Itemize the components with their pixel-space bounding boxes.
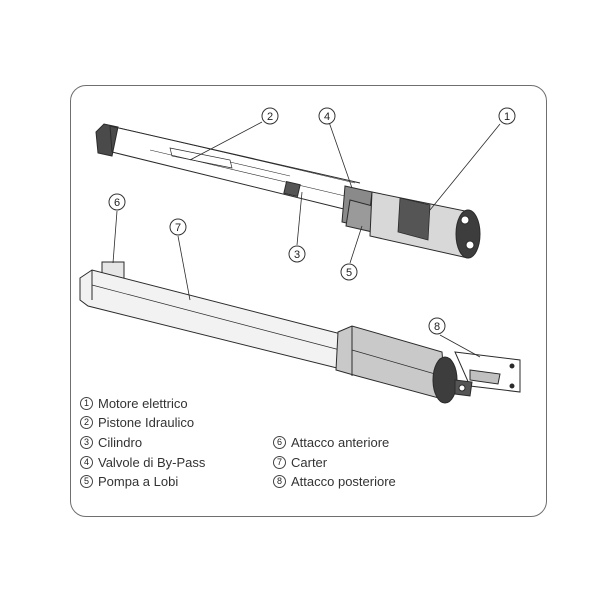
housing-endcap bbox=[432, 356, 458, 404]
legend-label: Pistone Idraulico bbox=[98, 415, 195, 430]
legend-label: Cilindro bbox=[98, 435, 143, 450]
leader-line-2 bbox=[189, 121, 263, 161]
callout-7-label: 7 bbox=[175, 222, 181, 234]
callout-6: 6 bbox=[108, 193, 126, 211]
leader-line-4 bbox=[328, 121, 353, 189]
callout-4-label: 4 bbox=[324, 111, 330, 123]
legend-label: Pompa a Lobi bbox=[98, 474, 179, 489]
piston-tube bbox=[109, 125, 361, 212]
legend-num: 2 bbox=[80, 416, 93, 429]
leader-lines bbox=[112, 121, 501, 358]
leader-line-3 bbox=[296, 191, 303, 246]
tube-edge bbox=[119, 127, 356, 184]
callout-5: 5 bbox=[340, 263, 358, 281]
legend-label: Motore elettrico bbox=[98, 396, 188, 411]
callout-8-label: 8 bbox=[434, 321, 440, 333]
carter-body bbox=[79, 269, 346, 371]
callouts: 1 2 3 4 5 6 7 8 bbox=[108, 107, 516, 335]
legend-num: 5 bbox=[80, 475, 93, 488]
callout-1-label: 1 bbox=[504, 111, 510, 123]
callout-8: 8 bbox=[428, 317, 446, 335]
callout-2: 2 bbox=[261, 107, 279, 125]
bracket-hole bbox=[509, 383, 515, 389]
legend-num: 7 bbox=[273, 456, 286, 469]
motor-bolt bbox=[465, 240, 475, 250]
legend-num: 1 bbox=[80, 397, 93, 410]
legend-num: 3 bbox=[80, 436, 93, 449]
callout-7: 7 bbox=[169, 218, 187, 236]
internal-rod-detail bbox=[169, 147, 233, 169]
bracket-hole bbox=[509, 363, 515, 369]
leader-line-6 bbox=[112, 210, 118, 264]
leader-line-5 bbox=[349, 225, 363, 264]
rear-cap bbox=[95, 123, 119, 157]
callout-2-label: 2 bbox=[267, 111, 273, 123]
motor-coupling bbox=[397, 197, 431, 241]
callout-1: 1 bbox=[498, 107, 516, 125]
housing-line bbox=[351, 349, 443, 377]
callout-6-label: 6 bbox=[114, 197, 120, 209]
cylinder-part bbox=[283, 180, 301, 198]
legend-num: 4 bbox=[80, 456, 93, 469]
legend-num: 8 bbox=[273, 475, 286, 488]
callout-3: 3 bbox=[288, 245, 306, 263]
callout-4: 4 bbox=[318, 107, 336, 125]
external-assembly bbox=[79, 261, 521, 404]
legend-label: Attacco posteriore bbox=[291, 474, 396, 489]
leader-line-1 bbox=[429, 123, 501, 211]
hinge-pin bbox=[458, 384, 466, 392]
internal-assembly bbox=[95, 123, 481, 259]
motor-bolt bbox=[460, 215, 470, 225]
leader-line-7 bbox=[177, 235, 191, 301]
legend-label: Attacco anteriore bbox=[291, 435, 390, 450]
legend-label: Valvole di By-Pass bbox=[98, 455, 206, 470]
internal-line bbox=[229, 161, 291, 177]
callout-5-label: 5 bbox=[346, 267, 352, 279]
leader-line-8 bbox=[439, 334, 481, 358]
legend-num: 6 bbox=[273, 436, 286, 449]
legend-label: Carter bbox=[291, 455, 328, 470]
piston-rod bbox=[149, 149, 346, 197]
callout-3-label: 3 bbox=[294, 249, 300, 261]
rear-bracket-plate bbox=[469, 369, 501, 385]
carter-line bbox=[91, 284, 341, 351]
